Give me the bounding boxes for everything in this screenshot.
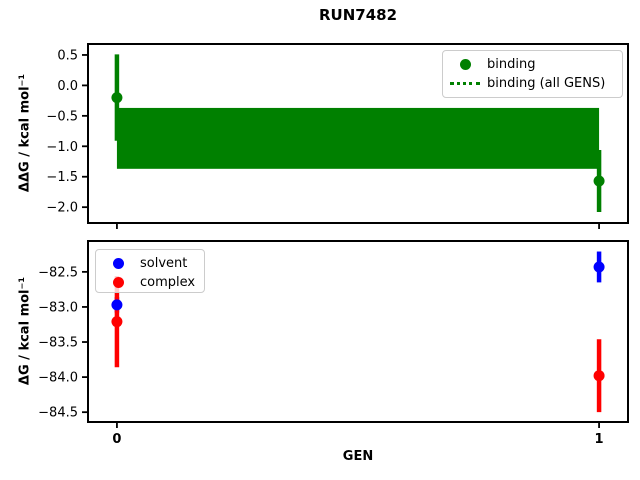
- legend-marker-cell: [443, 59, 487, 70]
- y-tick-label: −0.5: [46, 109, 78, 124]
- solvent-marker-icon: [112, 258, 124, 269]
- legend-marker-cell: [96, 277, 140, 288]
- data-point-complex: [111, 316, 123, 328]
- y-tick-label: −83.5: [38, 336, 78, 351]
- binding-all-gens-line-icon: [450, 82, 480, 85]
- figure-title: RUN7482: [318, 6, 398, 24]
- legend-label-complex: complex: [140, 275, 196, 290]
- legend-item-binding: binding: [443, 55, 614, 74]
- legend-item-binding-all-gens: binding (all GENS): [443, 74, 614, 93]
- y-tick-label: −2.0: [46, 201, 78, 216]
- legend-label-binding-all-gens: binding (all GENS): [487, 76, 606, 91]
- data-point-complex: [593, 370, 605, 382]
- complex-marker-icon: [112, 277, 124, 288]
- y-tick-label: −84.5: [38, 406, 78, 421]
- legend-item-complex: complex: [96, 273, 196, 292]
- legend-bottom-plot: solvent complex: [95, 249, 205, 293]
- y-tick-label: 0.0: [57, 79, 78, 94]
- binding-marker-icon: [459, 59, 471, 70]
- y-tick-label: −84.0: [38, 371, 78, 386]
- axes-spines: [87, 240, 629, 423]
- y-tick-label: −1.0: [46, 140, 78, 155]
- legend-label-binding: binding: [487, 57, 536, 72]
- x-axis-label: GEN: [342, 449, 374, 464]
- legend-marker-cell: [96, 258, 140, 269]
- legend-item-solvent: solvent: [96, 254, 196, 273]
- axes-spines: [87, 43, 629, 224]
- data-point-binding: [593, 175, 605, 187]
- legend-label-solvent: solvent: [140, 256, 188, 271]
- data-point-binding: [111, 92, 123, 104]
- y-tick-label: −1.5: [46, 170, 78, 185]
- data-point-solvent: [111, 299, 123, 311]
- y-tick-label: 0.5: [57, 48, 78, 63]
- y-axis-label-top: ΔΔG / kcal mol⁻¹: [17, 73, 33, 193]
- y-tick-label: −82.5: [38, 265, 78, 280]
- legend-top-plot: binding binding (all GENS): [442, 50, 623, 98]
- x-tick-label: 0: [112, 432, 121, 447]
- y-tick-label: −83.0: [38, 300, 78, 315]
- y-axis-label-bottom: ΔG / kcal mol⁻¹: [17, 276, 33, 386]
- data-point-solvent: [593, 261, 605, 273]
- x-tick-label: 1: [595, 432, 604, 447]
- legend-marker-cell: [443, 82, 487, 85]
